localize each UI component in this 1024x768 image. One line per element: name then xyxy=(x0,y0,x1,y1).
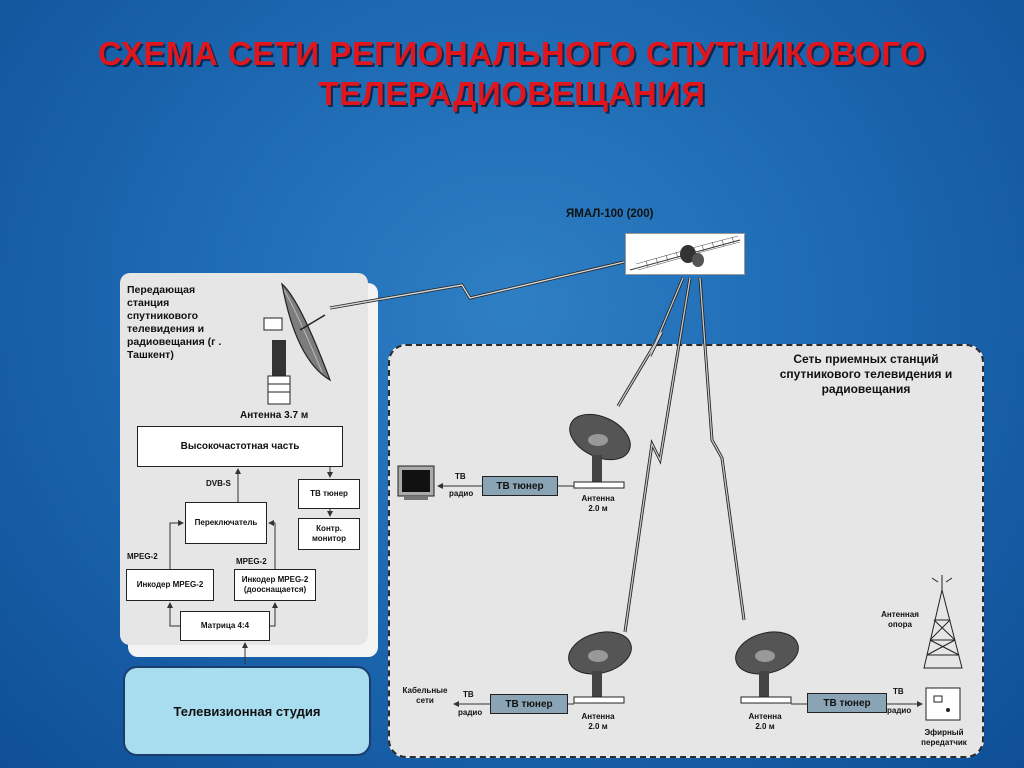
monitor-block: Контр. монитор xyxy=(298,518,360,550)
tv-label-bl: ТВ xyxy=(463,690,474,699)
antenna-label-br: Антенна 2.0 м xyxy=(748,712,782,731)
tv-label-top: ТВ xyxy=(455,472,466,481)
tv-studio: Телевизионная студия xyxy=(123,666,371,756)
tv-tuner-bottom-left: ТВ тюнер xyxy=(490,694,568,714)
radio-label-top: радио xyxy=(449,489,474,498)
mpeg2-right-label: MPEG-2 xyxy=(236,557,267,566)
satellite-label: ЯМАЛ-100 (200) xyxy=(566,208,654,220)
radio-label-bl: радио xyxy=(458,708,483,717)
encoder2-block: Инкодер MPEG-2 (дооснащается) xyxy=(234,569,316,601)
page-title: СХЕМА СЕТИ РЕГИОНАЛЬНОГО СПУТНИКОВОГО ТЕ… xyxy=(97,35,927,112)
tower-label: Антенная опора xyxy=(881,610,919,629)
transmit-station-label: Передающая станция спутникового телевиде… xyxy=(127,284,222,361)
tv-tuner-block: ТВ тюнер xyxy=(298,479,360,509)
antenna-label-top: Антенна 2.0 м xyxy=(581,494,615,513)
transmit-antenna-label: Антенна 3.7 м xyxy=(240,410,309,421)
antenna-label-bl: Антенна 2.0 м xyxy=(581,712,615,731)
transmitter-label: Эфирный передатчик xyxy=(921,728,967,747)
satellite-icon xyxy=(629,235,741,271)
receive-network-label: Сеть приемных станций спутникового телев… xyxy=(779,352,953,396)
dvbs-label: DVB-S xyxy=(206,479,231,488)
tv-label-br: ТВ xyxy=(893,687,904,696)
mpeg2-left-label: MPEG-2 xyxy=(127,552,158,561)
tv-tuner-top: ТВ тюнер xyxy=(482,476,558,496)
tv-tuner-bottom-right: ТВ тюнер xyxy=(807,693,887,713)
encoder1-block: Инкодер MPEG-2 xyxy=(126,569,214,601)
satellite-image xyxy=(625,233,745,275)
cable-label: Кабельные сети xyxy=(402,686,448,705)
radio-label-br: радио xyxy=(887,706,912,715)
matrix-block: Матрица 4:4 xyxy=(180,611,270,641)
switch-block: Переключатель xyxy=(185,502,267,544)
hf-block: Высокочастотная часть xyxy=(137,426,343,467)
